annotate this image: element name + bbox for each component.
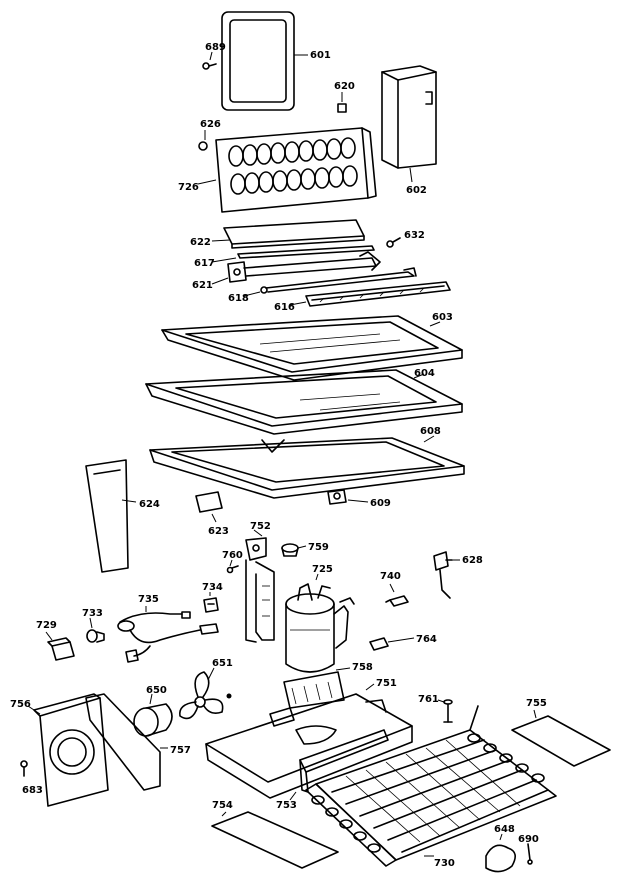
label-740: 740: [380, 571, 401, 582]
part-683-screw: [20, 760, 28, 777]
label-648: 648: [494, 824, 515, 835]
part-601-panel: [221, 11, 295, 111]
label-730: 730: [434, 858, 455, 869]
part-621-bracket: [227, 251, 381, 283]
label-729: 729: [36, 620, 57, 631]
part-620-clip: [337, 103, 347, 113]
part-734-relay: [203, 597, 219, 613]
part-733-capacitor: [86, 629, 105, 643]
part-650-motor: [133, 703, 173, 737]
part-603-shelf: [161, 315, 463, 381]
label-608: 608: [420, 426, 441, 437]
part-616-rail: [305, 281, 451, 307]
label-751: 751: [376, 678, 397, 689]
part-735-harness: [117, 611, 219, 663]
part-622-plate: [223, 219, 365, 249]
label-683: 683: [22, 785, 43, 796]
label-603: 603: [432, 312, 453, 323]
part-730-condenser: [305, 705, 557, 867]
part-755-plate: [511, 715, 611, 767]
part-651-dot: [226, 693, 232, 699]
label-758: 758: [352, 662, 373, 673]
label-650: 650: [146, 685, 167, 696]
label-725: 725: [312, 564, 333, 575]
part-648-pan: [485, 844, 516, 873]
part-725-compressor: [285, 583, 355, 673]
part-754-plate: [211, 811, 339, 869]
label-735: 735: [138, 594, 159, 605]
label-689: 689: [205, 42, 226, 53]
part-690-screw: [527, 843, 533, 865]
part-751-tray: [205, 693, 413, 799]
part-632-screw: [386, 237, 401, 248]
label-626: 626: [200, 119, 221, 130]
label-756: 756: [10, 699, 31, 710]
label-601: 601: [310, 50, 331, 61]
label-620: 620: [334, 81, 355, 92]
label-623: 623: [208, 526, 229, 537]
part-623-block: [195, 491, 223, 513]
label-651: 651: [212, 658, 233, 669]
part-759-knob: [281, 543, 299, 557]
label-754: 754: [212, 800, 233, 811]
part-740-clip: [385, 595, 409, 607]
label-757: 757: [170, 745, 191, 756]
part-757-baffle: [85, 693, 161, 791]
label-632: 632: [404, 230, 425, 241]
label-617: 617: [194, 258, 215, 269]
part-726-evaporator: [215, 127, 377, 213]
label-616: 616: [274, 302, 295, 313]
part-729-box: [47, 637, 75, 661]
part-628-connector: [433, 551, 453, 599]
label-752: 752: [250, 521, 271, 532]
part-760-screw: [226, 565, 239, 574]
part-764-plate: [369, 637, 389, 651]
label-760: 760: [222, 550, 243, 561]
part-626-fastener: [198, 141, 208, 151]
part-758-mount: [283, 671, 345, 709]
label-761: 761: [418, 694, 439, 705]
label-755: 755: [526, 698, 547, 709]
part-651-fan-blade: [179, 671, 224, 720]
part-608-tray: [149, 437, 465, 499]
label-624: 624: [139, 499, 160, 510]
part-617-bar: [237, 245, 375, 259]
part-752-bracket: [245, 537, 275, 643]
label-602: 602: [406, 185, 427, 196]
part-753-support: [299, 729, 389, 793]
part-761-fastener: [443, 699, 453, 723]
label-690: 690: [518, 834, 539, 845]
label-618: 618: [228, 293, 249, 304]
label-628: 628: [462, 555, 483, 566]
part-609-fitting: [327, 489, 347, 505]
part-618-rod: [260, 267, 417, 294]
label-622: 622: [190, 237, 211, 248]
part-602-box: [381, 65, 437, 169]
part-756-shroud: [33, 693, 109, 807]
part-624-panel: [85, 459, 129, 573]
label-726: 726: [178, 182, 199, 193]
label-753: 753: [276, 800, 297, 811]
label-759: 759: [308, 542, 329, 553]
part-604-shelf: [145, 369, 463, 435]
part-689-screw: [202, 62, 217, 70]
label-733: 733: [82, 608, 103, 619]
label-604: 604: [414, 368, 435, 379]
label-609: 609: [370, 498, 391, 509]
label-734: 734: [202, 582, 223, 593]
label-764: 764: [416, 634, 437, 645]
label-621: 621: [192, 280, 213, 291]
